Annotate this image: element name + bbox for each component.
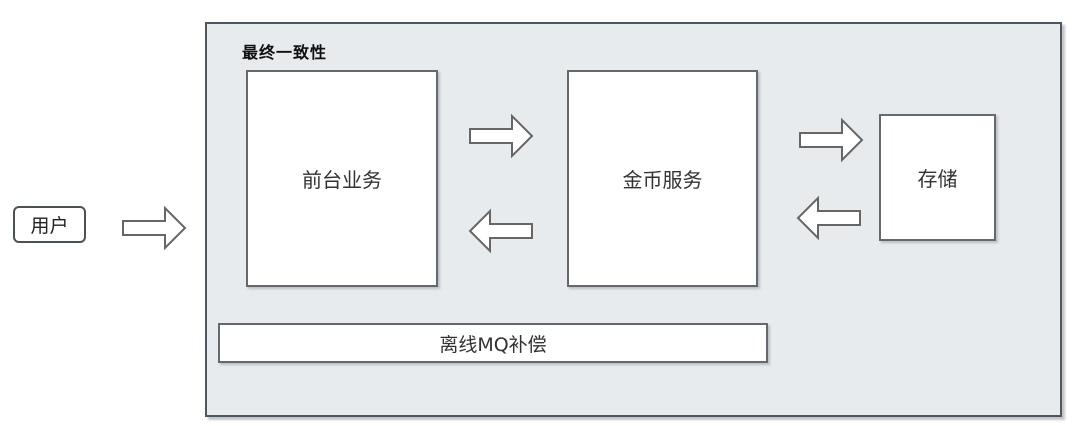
node-user: 用户 [13,206,86,243]
arrow-left-icon [468,208,533,254]
node-user-label: 用户 [30,215,69,237]
node-mq-compensation-label: 离线MQ补偿 [439,333,547,356]
arrow-right-icon [122,205,187,251]
node-storage-label: 存储 [917,167,958,191]
node-mq-compensation: 离线MQ补偿 [218,323,768,363]
arrow-right-icon [469,113,534,159]
arrow-right-icon [799,117,864,163]
node-coin-service: 金币服务 [567,70,758,287]
node-coin-service-label: 金币服务 [622,168,703,192]
arrow-left-icon [796,195,861,241]
node-storage: 存储 [879,114,996,241]
group-title: 最终一致性 [242,43,328,62]
node-frontend-business-label: 前台业务 [302,168,382,192]
node-frontend-business: 前台业务 [246,70,438,287]
